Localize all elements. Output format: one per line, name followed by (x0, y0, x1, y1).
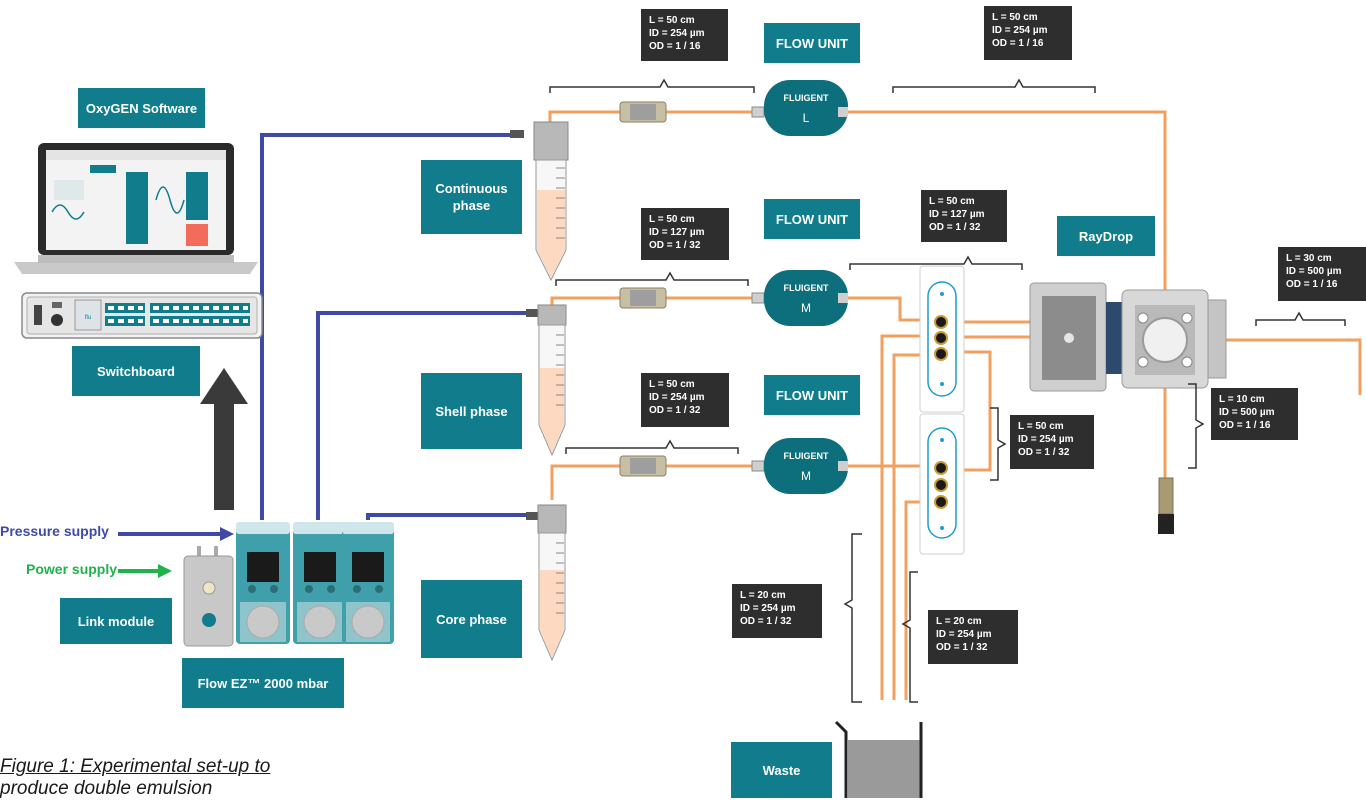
svg-text:flu: flu (85, 315, 91, 321)
figure-caption: Figure 1: Experimental set-up to produce… (0, 756, 270, 800)
spec-inner-diameter: ID = 254 µm (649, 28, 705, 39)
flow-unit-letter-1: L (803, 111, 810, 125)
spec-outer-diameter: OD = 1 / 16 (1286, 279, 1338, 290)
tubing-spec-box: L = 20 cm ID = 254 µm OD = 1 / 32 (928, 610, 1018, 664)
flow-unit-brand-text: FLUIGENT FLUIGENT FLUIGENT (784, 93, 829, 461)
flow-unit-label-1: FLOW UNIT (764, 23, 860, 63)
power-supply-arrow-icon (118, 564, 172, 578)
outlet-connector (1158, 477, 1174, 534)
spec-outer-diameter: OD = 1 / 16 (649, 41, 701, 52)
spec-inner-diameter: ID = 500 µm (1286, 266, 1342, 277)
spec-length: L = 20 cm (936, 616, 982, 627)
flow-unit-brand-3: FLUIGENT (784, 451, 829, 461)
flow-unit-letter-3: M (801, 469, 811, 483)
spec-length: L = 50 cm (929, 196, 975, 207)
caption-text: Experimental set-up to (74, 756, 271, 777)
raydrop-label: RayDrop (1057, 216, 1155, 256)
flow-unit-label-2: FLOW UNIT (764, 199, 860, 239)
spec-outer-diameter: OD = 1 / 32 (929, 222, 981, 233)
spec-length: L = 50 cm (1018, 421, 1064, 432)
flow-ez-modules (236, 522, 394, 644)
flow-unit-brand-2: FLUIGENT (784, 283, 829, 293)
spec-inner-diameter: ID = 127 µm (929, 209, 985, 220)
microfluidic-chips (919, 265, 965, 555)
tubing-spec-box: L = 50 cm ID = 254 µm OD = 1 / 32 (1010, 415, 1094, 469)
spec-inner-diameter: ID = 254 µm (992, 25, 1048, 36)
spec-outer-diameter: OD = 1 / 32 (1018, 447, 1070, 458)
tubing-spec-box: L = 50 cm ID = 127 µm OD = 1 / 32 (641, 208, 729, 260)
raydrop-device (1029, 282, 1227, 392)
spec-inner-diameter: ID = 127 µm (649, 227, 705, 238)
flow-ez-label: Flow EZ™ 2000 mbar (182, 658, 344, 708)
tubing-spec-box: L = 30 cm ID = 500 µm OD = 1 / 16 (1278, 247, 1366, 301)
switchboard-device: flu (21, 292, 263, 339)
caption-line-2: produce double emulsion (0, 778, 213, 799)
pressure-lines (260, 133, 532, 520)
laptop (14, 143, 258, 274)
length-brackets (549, 78, 1346, 703)
spec-inner-diameter: ID = 254 µm (740, 603, 796, 614)
spec-length: L = 50 cm (649, 214, 695, 225)
spec-outer-diameter: OD = 1 / 32 (649, 240, 701, 251)
flow-unit-letters: L M M (801, 111, 811, 483)
shell-phase-label: Shell phase (421, 373, 522, 449)
spec-outer-diameter: OD = 1 / 16 (992, 38, 1044, 49)
pressure-supply-label: Pressure supply (0, 523, 109, 539)
inline-filters (619, 101, 765, 477)
spec-length: L = 20 cm (740, 590, 786, 601)
spec-outer-diameter: OD = 1 / 16 (1219, 420, 1271, 431)
waste-beaker (834, 720, 923, 798)
spec-length: L = 10 cm (1219, 394, 1265, 405)
tubing-spec-box: L = 50 cm ID = 254 µm OD = 1 / 16 (984, 6, 1072, 60)
spec-length: L = 30 cm (1286, 253, 1332, 264)
waste-label: Waste (731, 742, 832, 798)
spec-inner-diameter: ID = 254 µm (936, 629, 992, 640)
tubing-spec-box: L = 50 cm ID = 127 µm OD = 1 / 32 (921, 190, 1007, 242)
spec-inner-diameter: ID = 254 µm (649, 392, 705, 403)
tubing-spec-box: L = 10 cm ID = 500 µm OD = 1 / 16 (1211, 388, 1298, 440)
tubing-spec-box: L = 50 cm ID = 254 µm OD = 1 / 16 (641, 9, 728, 61)
oxygen-software-label: OxyGEN Software (78, 88, 205, 128)
core-phase-label: Core phase (421, 580, 522, 658)
tubing-spec-box: L = 20 cm ID = 254 µm OD = 1 / 32 (732, 584, 822, 638)
continuous-phase-label: Continuous phase (421, 160, 522, 234)
flow-unit-letter-2: M (801, 301, 811, 315)
tubing-spec-box: L = 50 cm ID = 254 µm OD = 1 / 32 (641, 373, 729, 427)
link-module-device (183, 546, 234, 647)
up-arrow-icon (200, 368, 248, 510)
link-module-label: Link module (60, 598, 172, 644)
flow-unit-brand-1: FLUIGENT (784, 93, 829, 103)
spec-outer-diameter: OD = 1 / 32 (649, 405, 701, 416)
spec-length: L = 50 cm (649, 379, 695, 390)
flow-unit-sensors (764, 80, 848, 494)
spec-outer-diameter: OD = 1 / 32 (936, 642, 988, 653)
spec-inner-diameter: ID = 500 µm (1219, 407, 1275, 418)
spec-length: L = 50 cm (649, 15, 695, 26)
spec-outer-diameter: OD = 1 / 32 (740, 616, 792, 627)
power-supply-label: Power supply (26, 561, 118, 577)
pressure-supply-arrow-icon (118, 527, 234, 541)
reservoir-tubes (510, 121, 569, 662)
flow-unit-label-3: FLOW UNIT (764, 375, 860, 415)
spec-inner-diameter: ID = 254 µm (1018, 434, 1074, 445)
caption-prefix: Figure 1: (0, 756, 75, 777)
spec-length: L = 50 cm (992, 12, 1038, 23)
switchboard-label: Switchboard (72, 346, 200, 396)
